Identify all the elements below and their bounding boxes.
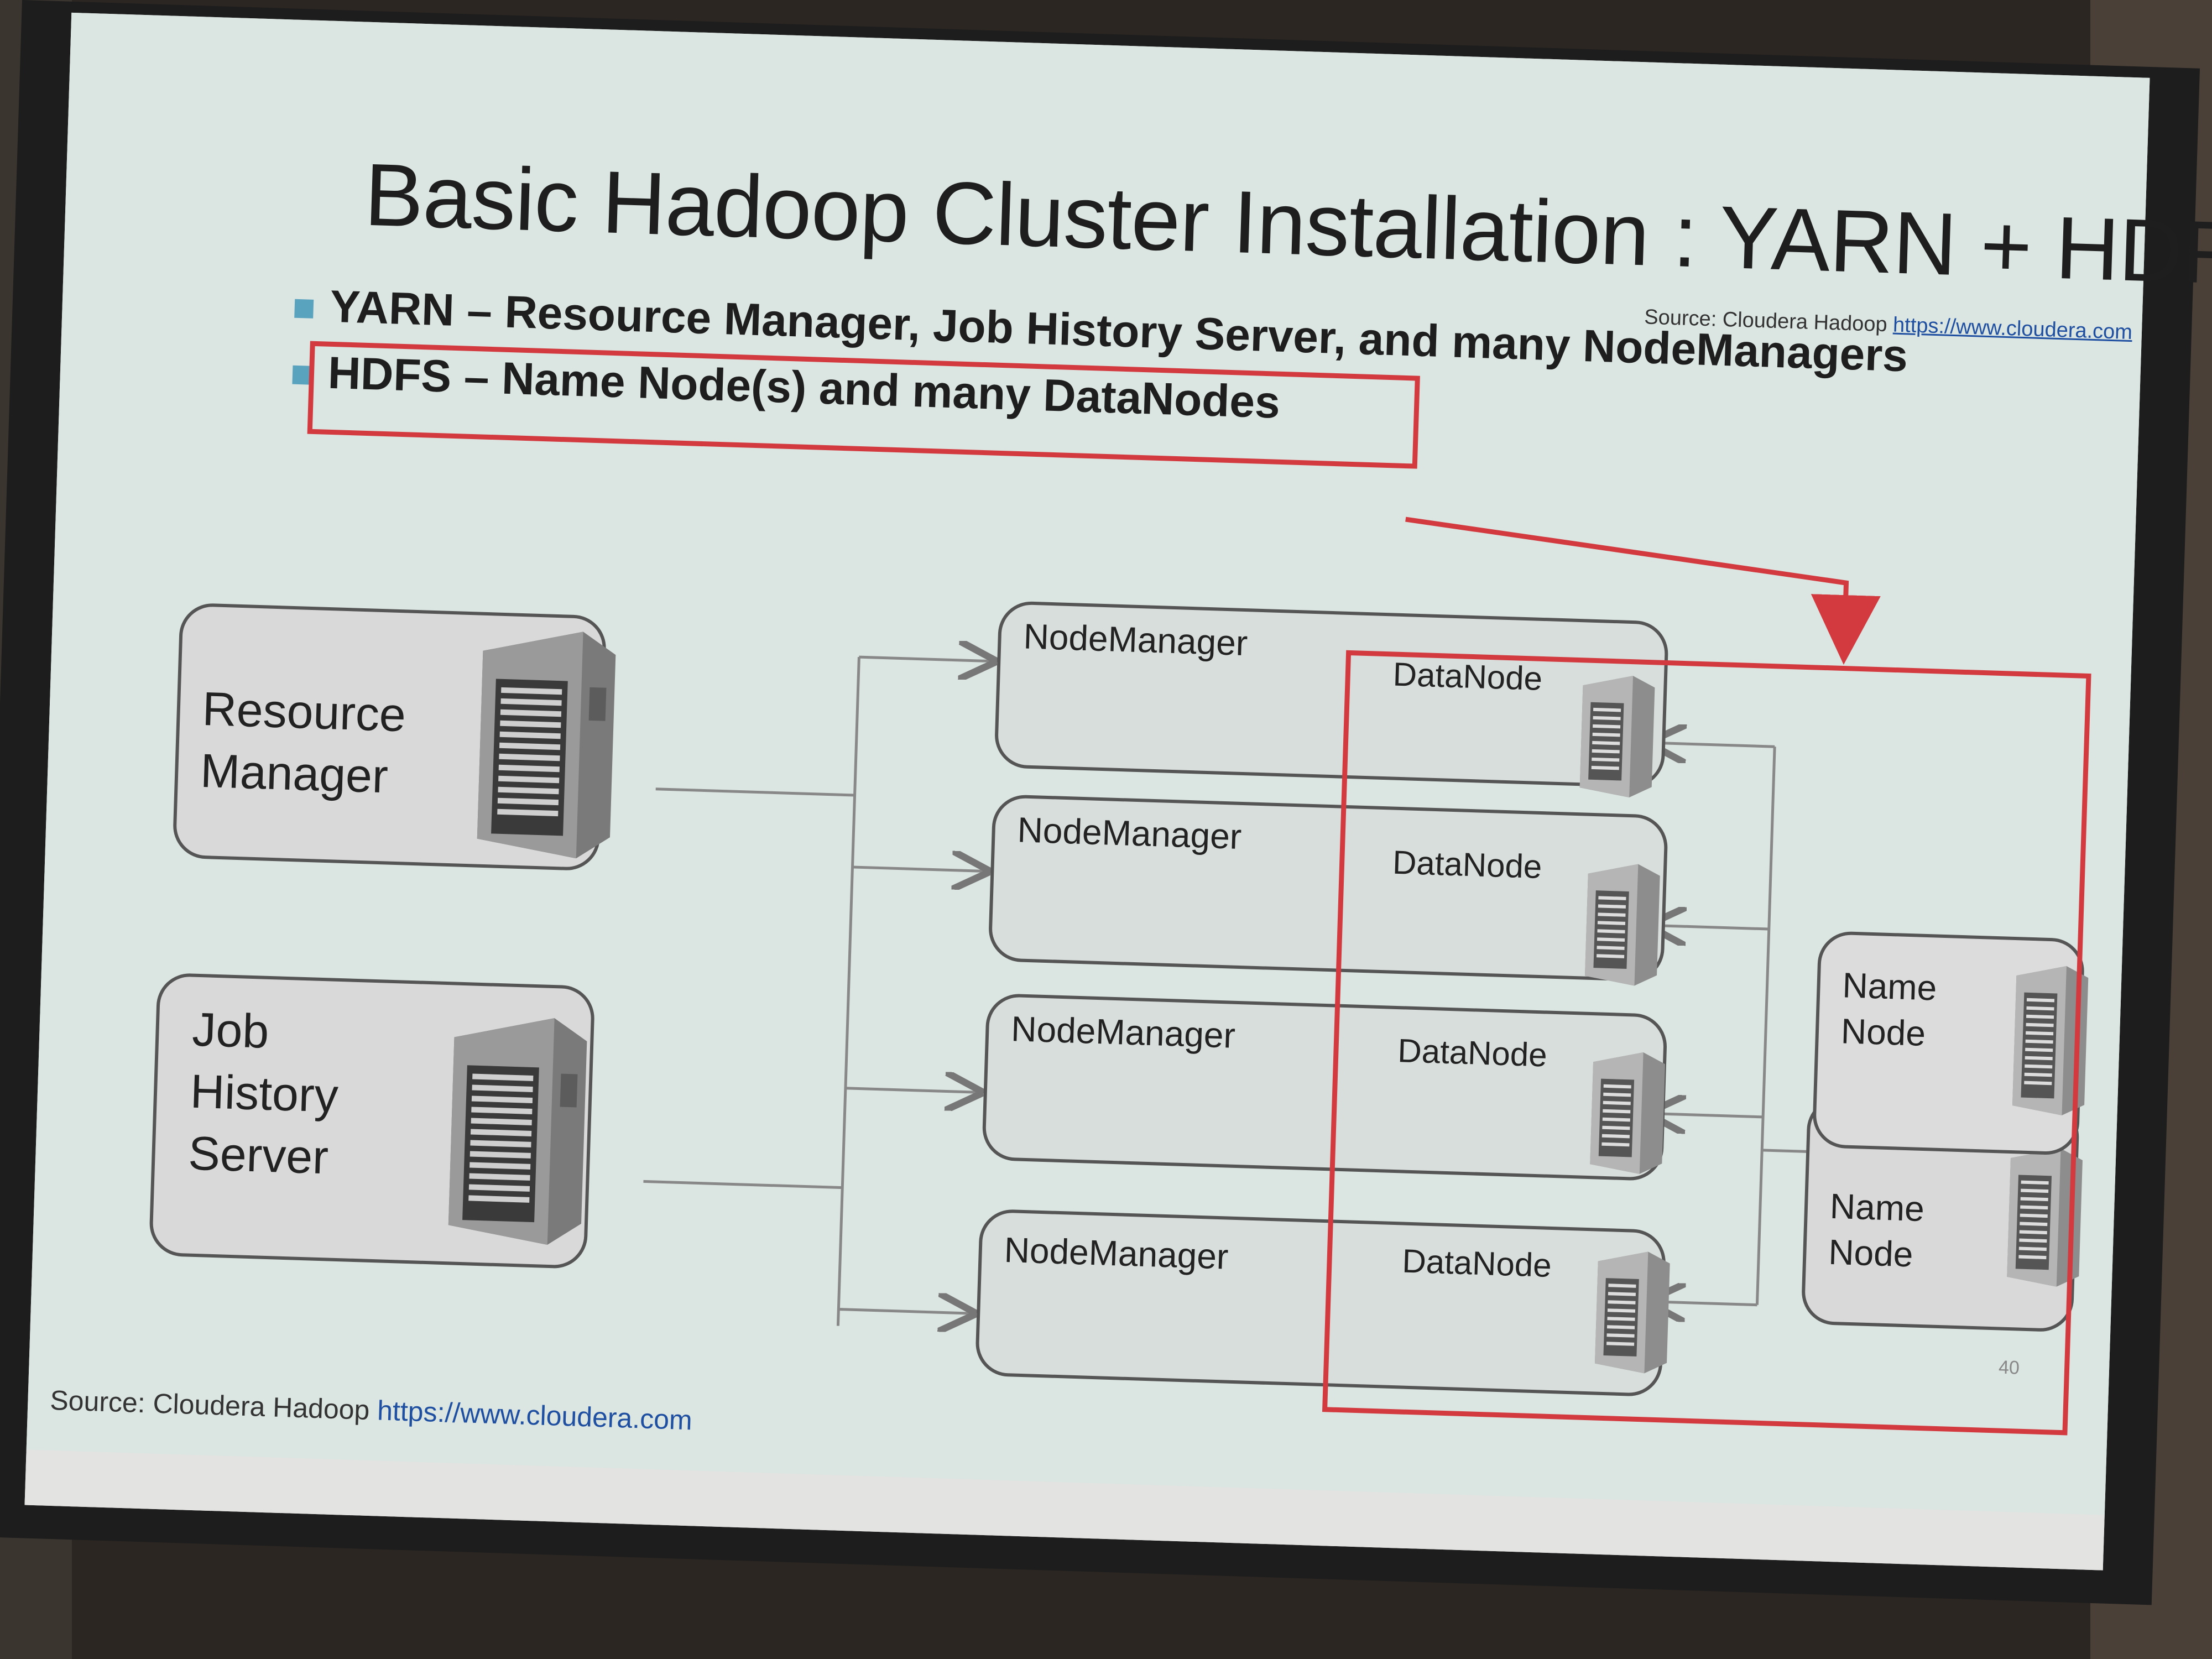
page-number: 40 xyxy=(1998,1357,2020,1379)
resource-manager-server-icon xyxy=(477,632,616,859)
hdfs-highlight-region xyxy=(1322,650,2091,1436)
resource-manager-label: Resource Manager xyxy=(199,682,407,804)
data-node-server-icon xyxy=(1579,676,1655,797)
data-node-server-icon xyxy=(1584,864,1660,986)
yarn-connectors xyxy=(643,651,992,1330)
data-node-server-icon xyxy=(1594,1251,1670,1374)
name-node-server-icon xyxy=(2012,966,2089,1115)
name-node-server-icon xyxy=(2007,1148,2083,1287)
slide: Basic Hadoop Cluster Installation : YARN… xyxy=(26,12,2212,1515)
hdfs-connectors xyxy=(1636,743,1807,1306)
connector-lines xyxy=(643,517,1881,1515)
job-history-server-icon xyxy=(448,1018,587,1245)
highlight-arrow xyxy=(1405,517,1881,665)
node-manager-label: NodeManager xyxy=(1010,1009,1236,1056)
node-manager-label: NodeManager xyxy=(1003,1229,1229,1277)
data-node-server-icon xyxy=(1590,1052,1666,1174)
node-manager-label: NodeManager xyxy=(1022,616,1249,664)
job-history-server-label: Job History Server xyxy=(187,1003,340,1184)
projector-screen: Basic Hadoop Cluster Installation : YARN… xyxy=(0,0,2212,1605)
node-manager-label: NodeManager xyxy=(1016,810,1243,857)
projected-area: Basic Hadoop Cluster Installation : YARN… xyxy=(24,12,2212,1571)
